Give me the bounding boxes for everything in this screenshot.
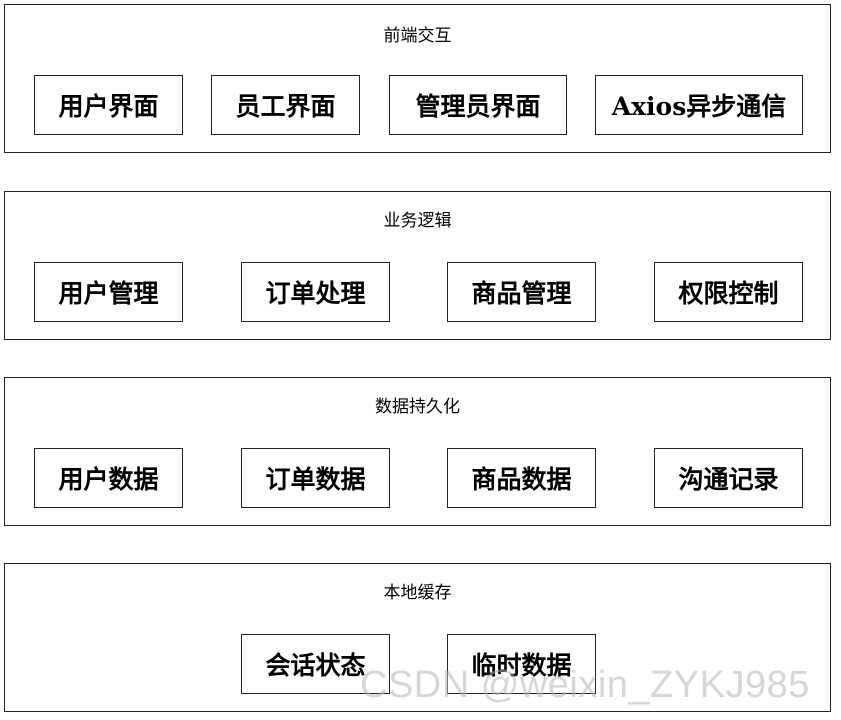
component-box: 员工界面	[211, 75, 360, 135]
layer-business-logic: 业务逻辑 用户管理 订单处理 商品管理 权限控制	[4, 191, 831, 340]
component-box: 用户管理	[34, 262, 183, 322]
layer-title: 业务逻辑	[383, 211, 452, 231]
layer-local-cache: 本地缓存 会话状态 临时数据	[4, 563, 831, 712]
component-box: 用户界面	[34, 75, 183, 135]
component-box: 管理员界面	[389, 75, 567, 135]
layer-title: 前端交互	[383, 26, 452, 46]
component-box: 权限控制	[654, 262, 803, 322]
component-box: 临时数据	[447, 634, 596, 694]
component-box: 商品数据	[447, 448, 596, 508]
component-box: 订单处理	[241, 262, 390, 322]
layer-data-persistence: 数据持久化 用户数据 订单数据 商品数据 沟通记录	[4, 377, 831, 526]
component-box: 商品管理	[447, 262, 596, 322]
layer-frontend: 前端交互 用户界面 员工界面 管理员界面 Axios异步通信	[4, 4, 831, 153]
component-box: 沟通记录	[654, 448, 803, 508]
component-box: 会话状态	[241, 634, 390, 694]
component-box: Axios异步通信	[595, 75, 803, 135]
component-box: 用户数据	[34, 448, 183, 508]
watermark: CSDN @weixin_ZYKJ985	[360, 664, 810, 706]
layer-title: 数据持久化	[375, 397, 460, 417]
layer-title: 本地缓存	[383, 583, 452, 603]
component-box: 订单数据	[241, 448, 390, 508]
